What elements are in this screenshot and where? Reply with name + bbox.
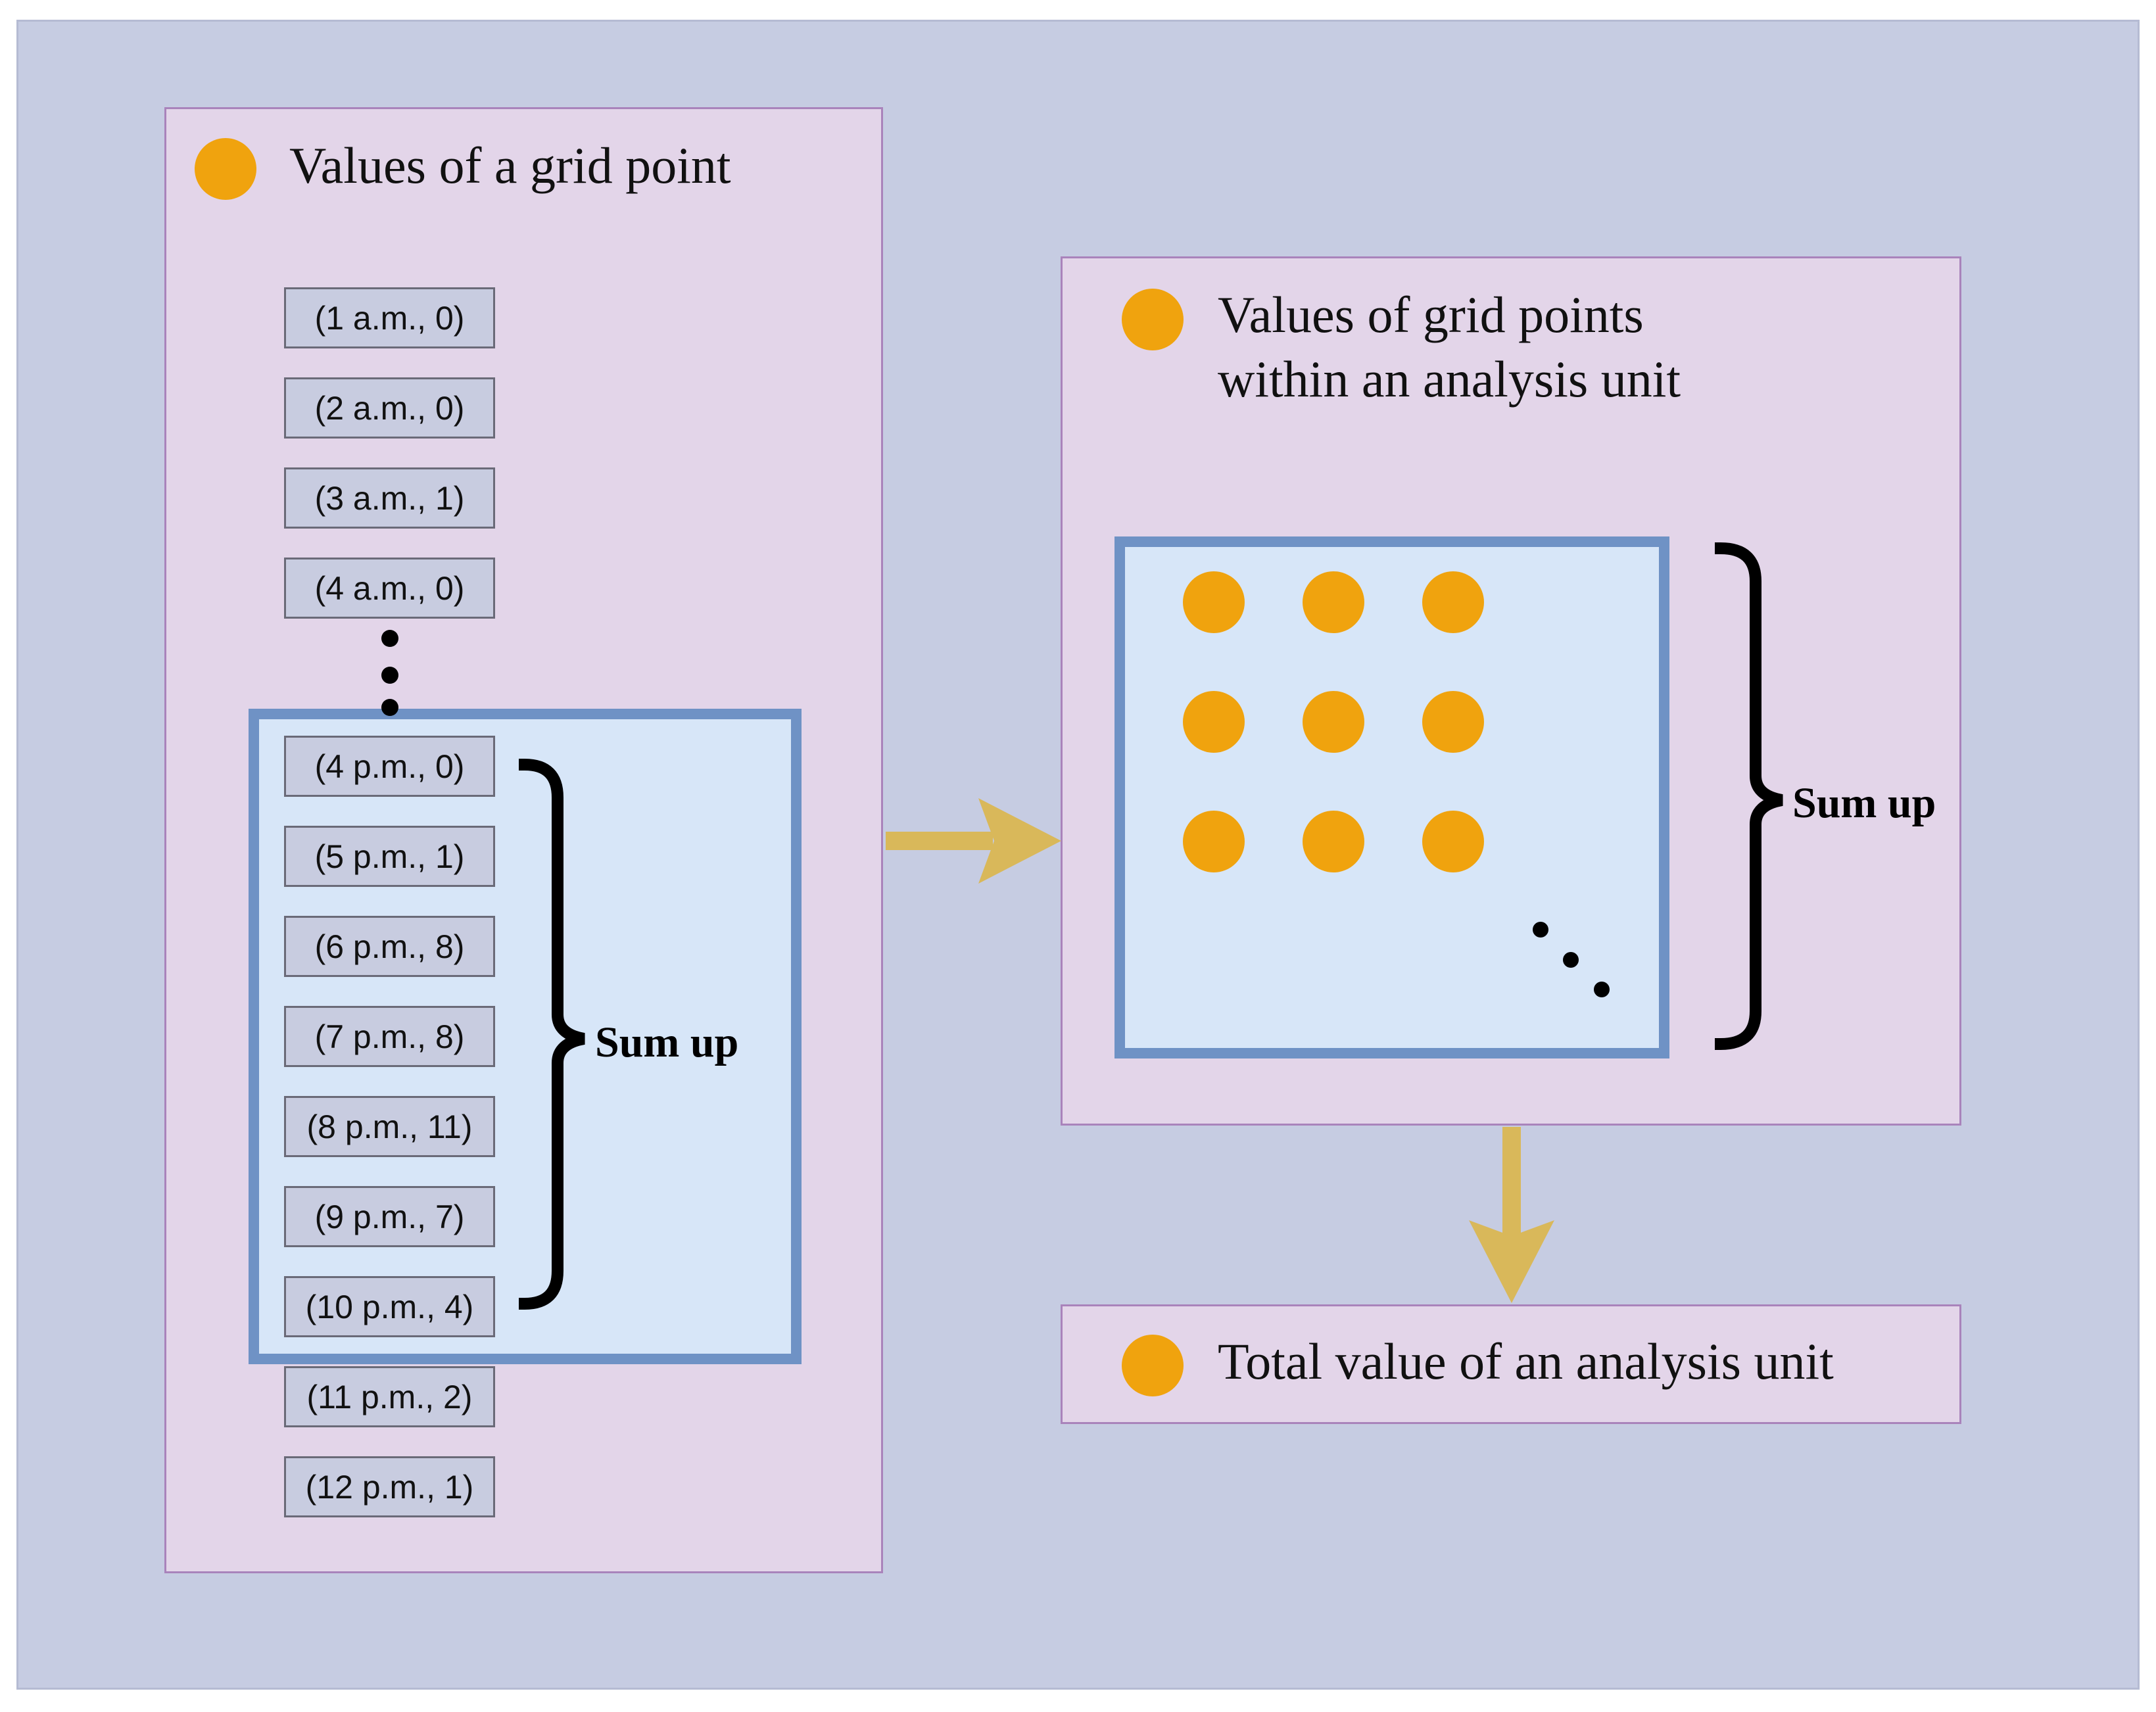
ellipsis-dot bbox=[381, 699, 398, 716]
hour-value-entry: (5 p.m., 1) bbox=[284, 826, 495, 887]
hour-value-entry: (7 p.m., 8) bbox=[284, 1006, 495, 1067]
legend-dot-grid-points bbox=[1122, 289, 1184, 350]
hour-value-entry: (4 p.m., 0) bbox=[284, 736, 495, 797]
hour-value-entry: (6 p.m., 8) bbox=[284, 916, 495, 977]
legend-dot-total bbox=[1122, 1335, 1184, 1396]
grid-point-dot bbox=[1183, 811, 1245, 872]
sum-brace-hours bbox=[518, 758, 585, 1310]
arrow-head-down bbox=[1469, 1220, 1554, 1303]
grid-point-dot bbox=[1422, 691, 1484, 753]
grid-point-dot bbox=[1303, 571, 1364, 633]
hour-value-entry: (12 p.m., 1) bbox=[284, 1456, 495, 1517]
ellipsis-dot bbox=[1563, 952, 1579, 968]
sum-up-label-hours: Sum up bbox=[595, 1018, 739, 1066]
sum-brace-grid-points bbox=[1714, 542, 1783, 1051]
analysis-unit-panel-title-line2: within an analysis unit bbox=[1218, 350, 1681, 408]
grid-point-dot bbox=[1422, 571, 1484, 633]
total-value-panel-title: Total value of an analysis unit bbox=[1218, 1333, 1834, 1390]
ellipsis-dot bbox=[1594, 982, 1610, 997]
grid-point-dot bbox=[1303, 691, 1364, 753]
analysis-unit-highlight bbox=[1114, 536, 1669, 1058]
arrow-head-right bbox=[978, 798, 1061, 884]
hour-value-entry: (9 p.m., 7) bbox=[284, 1186, 495, 1247]
analysis-unit-panel-title-line1: Values of grid points bbox=[1218, 286, 1644, 343]
grid-point-dot bbox=[1303, 811, 1364, 872]
legend-dot-grid-point bbox=[195, 138, 256, 200]
grid-point-panel-title: Values of a grid point bbox=[289, 137, 731, 194]
total-value-panel bbox=[1061, 1304, 1961, 1424]
ellipsis-dot bbox=[381, 667, 398, 684]
ellipsis-dot bbox=[1533, 922, 1548, 938]
hour-value-entry: (4 a.m., 0) bbox=[284, 558, 495, 619]
hour-value-entry: (1 a.m., 0) bbox=[284, 287, 495, 348]
hour-value-entry: (10 p.m., 4) bbox=[284, 1276, 495, 1337]
grid-point-dot bbox=[1183, 571, 1245, 633]
grid-point-dot bbox=[1183, 691, 1245, 753]
hour-value-entry: (3 a.m., 1) bbox=[284, 467, 495, 529]
hour-value-entry: (2 a.m., 0) bbox=[284, 377, 495, 439]
grid-point-dot bbox=[1422, 811, 1484, 872]
hour-value-entry: (8 p.m., 11) bbox=[284, 1096, 495, 1157]
hour-value-entry: (11 p.m., 2) bbox=[284, 1366, 495, 1427]
sum-up-label-grid-points: Sum up bbox=[1792, 779, 1936, 827]
ellipsis-dot bbox=[381, 630, 398, 647]
